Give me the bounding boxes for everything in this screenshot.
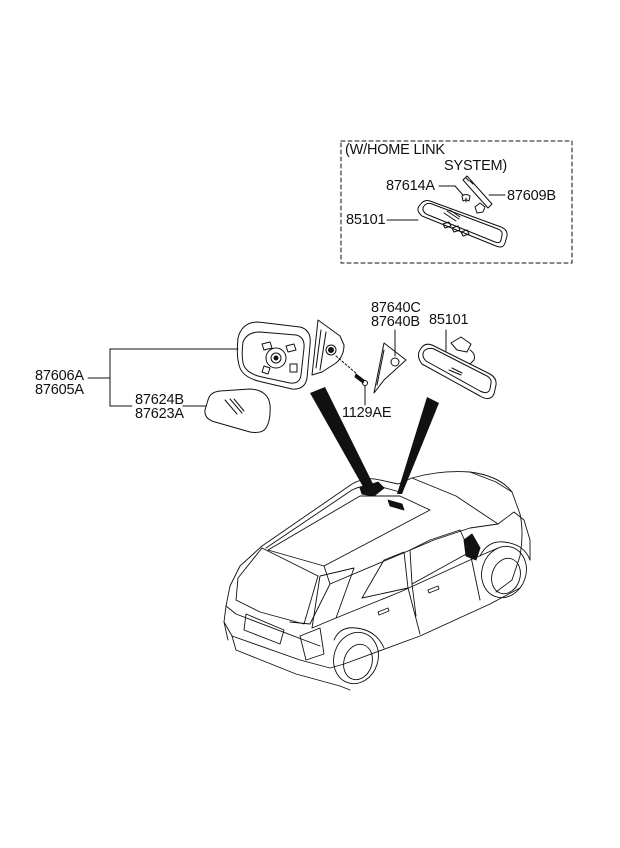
mirror-glass-part xyxy=(204,388,271,433)
inset-title-line1: (W/HOME LINK xyxy=(345,142,445,158)
label-85101: 85101 xyxy=(429,312,469,328)
garnish-part xyxy=(373,329,407,394)
vehicle-illustration xyxy=(223,471,531,691)
vehicle-side-mirror-marker xyxy=(463,533,481,561)
label-inset-85101: 85101 xyxy=(346,212,386,228)
vehicle-inside-mirror-marker xyxy=(387,499,405,511)
screw-part xyxy=(335,355,368,406)
label-87623A: 87623A xyxy=(135,406,184,422)
label-87606A: 87606A xyxy=(35,368,84,384)
label-inset-87609B: 87609B xyxy=(507,188,556,204)
vehicle-outside-mirror-marker xyxy=(359,481,385,497)
inset-mount-part xyxy=(462,175,493,214)
inset-clip-part xyxy=(461,194,471,203)
label-87605A: 87605A xyxy=(35,382,84,398)
label-1129AE: 1129AE xyxy=(342,405,392,421)
locator-wedge-outside xyxy=(310,387,377,492)
inset-rearview-mirror xyxy=(417,200,508,248)
inside-rearview-mirror xyxy=(417,329,497,400)
locator-wedge-inside xyxy=(397,397,439,494)
outside-mirror-assembly xyxy=(236,319,345,390)
outside-mirror-leaders xyxy=(87,348,239,407)
homelink-inset xyxy=(340,140,573,264)
label-87624B: 87624B xyxy=(135,392,184,408)
inset-title-line2: SYSTEM) xyxy=(444,158,508,174)
label-inset-87614A: 87614A xyxy=(386,178,435,194)
inset-dashed-border xyxy=(340,140,573,264)
label-87640C: 87640C xyxy=(371,300,421,316)
label-87640B: 87640B xyxy=(371,314,420,330)
